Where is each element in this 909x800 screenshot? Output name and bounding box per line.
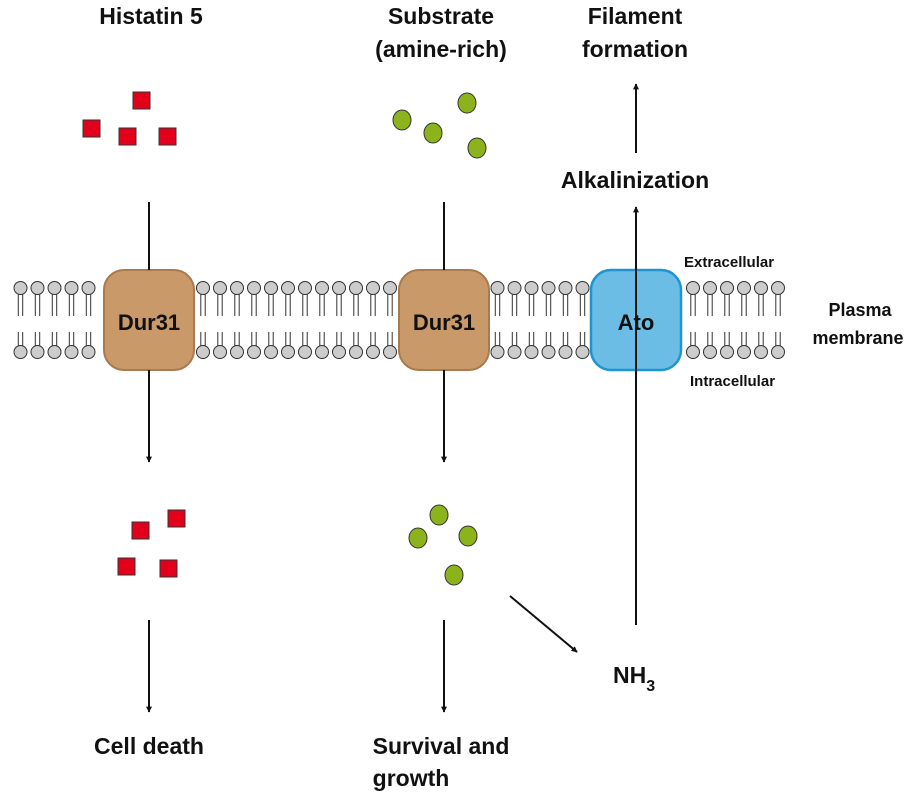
substrate-label-line2: (amine-rich) <box>375 36 507 62</box>
histatin-square <box>117 557 136 576</box>
dur31-left-transporter: Dur31 <box>103 269 195 371</box>
lipid-pair <box>720 281 734 359</box>
substrate-circle <box>444 564 464 586</box>
substrate-circle <box>408 527 428 549</box>
histatin-extracellular-group <box>82 91 177 146</box>
nh3-label: NH3 <box>613 662 655 695</box>
histatin-label: Histatin 5 <box>99 3 203 29</box>
lipid-pair <box>754 281 768 359</box>
histatin-square <box>167 509 186 528</box>
lipid-pair <box>507 281 522 359</box>
survival-label-line2: growth <box>373 765 450 791</box>
lipid-pair <box>264 281 278 359</box>
dur31-right-transporter: Dur31 <box>398 269 490 371</box>
dur31-left-label: Dur31 <box>118 310 180 335</box>
histatin-square <box>118 127 137 146</box>
filament-label-line2: formation <box>582 36 688 62</box>
lipid-pair <box>524 281 539 359</box>
lipid-pair <box>81 281 96 359</box>
lipid-pair <box>737 281 751 359</box>
lipid-pair <box>332 281 346 359</box>
lipid-pair <box>315 281 329 359</box>
intracellular-label: Intracellular <box>690 373 775 390</box>
lipid-pair <box>383 281 397 359</box>
histatin-square <box>159 559 178 578</box>
lipid-pair <box>349 281 363 359</box>
lipid-pair <box>13 281 28 359</box>
alkalinization-label: Alkalinization <box>561 167 709 193</box>
histatin-intracellular-group <box>117 509 186 578</box>
lipid-pair <box>366 281 380 359</box>
substrate-circle <box>458 525 478 547</box>
substrate-intracellular-group <box>408 504 478 586</box>
nh3-main: NH <box>613 662 646 688</box>
lipid-pair <box>230 281 244 359</box>
lipid-pair <box>298 281 312 359</box>
plasma-membrane-bilayer <box>13 281 785 359</box>
lipid-pair <box>196 281 210 359</box>
histatin-square <box>82 119 101 138</box>
lipid-pair <box>703 281 717 359</box>
filament-label-line1: Filament <box>588 3 683 29</box>
substrate-circle <box>457 92 477 114</box>
lipid-pair <box>541 281 556 359</box>
substrate-circle <box>392 109 412 131</box>
lipid-pair <box>213 281 227 359</box>
cell-death-label: Cell death <box>94 733 204 759</box>
histatin-square <box>132 91 151 110</box>
membrane-label-line2: membrane <box>812 328 903 348</box>
substrate-label-line1: Substrate <box>388 3 494 29</box>
lipid-pair <box>64 281 79 359</box>
dur31-right-label: Dur31 <box>413 310 475 335</box>
substrate-to-nh3-arrow <box>509 595 578 653</box>
nh3-subscript: 3 <box>646 678 655 695</box>
substrate-extracellular-group <box>392 92 487 159</box>
substrate-circle <box>429 504 449 526</box>
lipid-pair <box>30 281 45 359</box>
lipid-pair <box>771 281 785 359</box>
substrate-circle <box>467 137 487 159</box>
histatin-square <box>158 127 177 146</box>
lipid-pair <box>575 281 590 359</box>
membrane-label-line1: Plasma <box>828 300 892 320</box>
substrate-circle <box>423 122 443 144</box>
lipid-pair <box>558 281 573 359</box>
histatin-square <box>131 521 150 540</box>
extracellular-label: Extracellular <box>684 254 774 271</box>
lipid-pair <box>686 281 700 359</box>
lipid-pair <box>247 281 261 359</box>
lipid-pair <box>490 281 505 359</box>
survival-label-line1: Survival and <box>373 733 510 759</box>
lipid-pair <box>47 281 62 359</box>
lipid-pair <box>281 281 295 359</box>
